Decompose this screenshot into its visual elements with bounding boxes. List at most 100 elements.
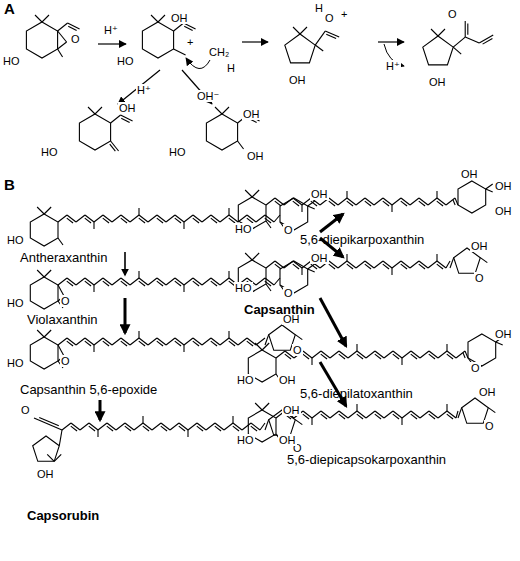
bond-line bbox=[67, 341, 73, 346]
bond-line bbox=[138, 331, 139, 338]
bond-line bbox=[94, 278, 103, 285]
bond-line bbox=[68, 26, 76, 30]
bond-line bbox=[255, 403, 262, 410]
atom-label: O bbox=[484, 420, 495, 432]
reaction-arrow bbox=[378, 41, 404, 42]
bond-line bbox=[348, 411, 357, 418]
bond-line bbox=[67, 218, 73, 223]
bond-line bbox=[183, 345, 184, 352]
bond-line bbox=[103, 341, 109, 346]
bond-line bbox=[275, 261, 284, 268]
atom-label: OH bbox=[288, 74, 307, 86]
reaction-arrow bbox=[124, 252, 126, 275]
atom-label: O bbox=[283, 224, 294, 236]
bond-line bbox=[166, 278, 175, 285]
compound-structure: 5,6-diepicapsokarpoxanthin bbox=[232, 398, 518, 469]
bond-line bbox=[166, 338, 175, 345]
bond-line bbox=[293, 261, 302, 268]
bond-line bbox=[465, 21, 466, 37]
atom-label: OH bbox=[278, 374, 297, 386]
bond-line bbox=[175, 218, 181, 223]
bond-line bbox=[67, 278, 76, 285]
bond-line bbox=[419, 201, 425, 206]
bond-line bbox=[220, 278, 229, 285]
atom-label: OH bbox=[478, 386, 497, 398]
atom-label: HO bbox=[6, 297, 25, 309]
bond-line bbox=[37, 330, 44, 337]
bond-line bbox=[193, 338, 202, 345]
bond-line bbox=[391, 268, 392, 275]
bond-line bbox=[436, 191, 437, 198]
bond-line bbox=[301, 268, 302, 275]
bond-line bbox=[411, 354, 417, 359]
bond-line bbox=[293, 198, 302, 205]
compound-name: Capsorubin bbox=[27, 508, 323, 523]
bond-line bbox=[62, 423, 71, 430]
bond-line bbox=[107, 423, 116, 430]
bond-line bbox=[202, 278, 211, 285]
bond-line bbox=[339, 411, 348, 418]
bond-line bbox=[312, 351, 321, 358]
bond-line bbox=[274, 278, 280, 285]
bond-line bbox=[215, 426, 221, 431]
bond-line bbox=[95, 107, 102, 114]
compound-name: 5,6-diepikarpoxanthin bbox=[300, 232, 518, 247]
bond-line bbox=[300, 27, 307, 34]
bond-line bbox=[255, 343, 262, 350]
bond-line bbox=[346, 191, 347, 198]
atom-label: HO bbox=[234, 223, 253, 235]
bond-line bbox=[366, 351, 375, 358]
bond-line bbox=[429, 351, 438, 358]
atom-label: H⁺ bbox=[136, 84, 152, 96]
bond-line bbox=[85, 341, 91, 346]
bond-line bbox=[419, 261, 428, 268]
bond-line bbox=[157, 218, 163, 223]
bond-line bbox=[58, 278, 67, 285]
electron-arrow bbox=[186, 58, 210, 69]
ring bbox=[26, 22, 57, 58]
bond-line bbox=[312, 411, 321, 418]
bond-line bbox=[453, 200, 455, 205]
bond-line bbox=[179, 426, 185, 431]
bond-line bbox=[393, 351, 402, 358]
bond-line bbox=[428, 198, 437, 205]
bond-line bbox=[446, 261, 450, 268]
bond-line bbox=[419, 264, 425, 269]
compound-structure: Capsorubin bbox=[5, 400, 323, 525]
bond-line bbox=[347, 264, 353, 269]
bond-line bbox=[437, 264, 443, 269]
bond-line bbox=[211, 218, 217, 223]
bond-line bbox=[308, 206, 315, 209]
bond-line bbox=[158, 15, 165, 22]
bond-line bbox=[187, 430, 188, 437]
bond-line bbox=[308, 269, 315, 272]
bond-line bbox=[139, 215, 148, 222]
compound-structure: Capsanthin 5,6-epoxide bbox=[5, 322, 323, 399]
bond-line bbox=[89, 423, 98, 430]
bond-line bbox=[338, 198, 347, 205]
bond-line bbox=[429, 414, 435, 419]
bond-line bbox=[175, 278, 184, 285]
atom-label: H⁺ bbox=[103, 24, 119, 36]
bond-line bbox=[184, 338, 193, 345]
ring bbox=[423, 36, 453, 65]
bond-line bbox=[59, 430, 62, 446]
bond-line bbox=[339, 414, 345, 419]
atom-label: O bbox=[292, 344, 303, 356]
bond-line bbox=[85, 218, 91, 223]
bond-line bbox=[256, 215, 265, 222]
bond-line bbox=[375, 414, 381, 419]
bond-line bbox=[383, 201, 389, 206]
bond-line bbox=[139, 341, 145, 346]
bond-line bbox=[410, 198, 419, 205]
compound-name: Capsanthin 5,6-epoxide bbox=[20, 382, 323, 397]
bond-line bbox=[125, 423, 134, 430]
bond-line bbox=[80, 423, 89, 430]
bond-line bbox=[275, 198, 284, 205]
bond-line bbox=[428, 261, 437, 268]
compound-structure: Violaxanthin bbox=[5, 262, 323, 329]
bond-line bbox=[393, 414, 399, 419]
bond-line bbox=[121, 215, 130, 222]
bond-line bbox=[215, 107, 222, 114]
bond-line bbox=[93, 345, 94, 352]
